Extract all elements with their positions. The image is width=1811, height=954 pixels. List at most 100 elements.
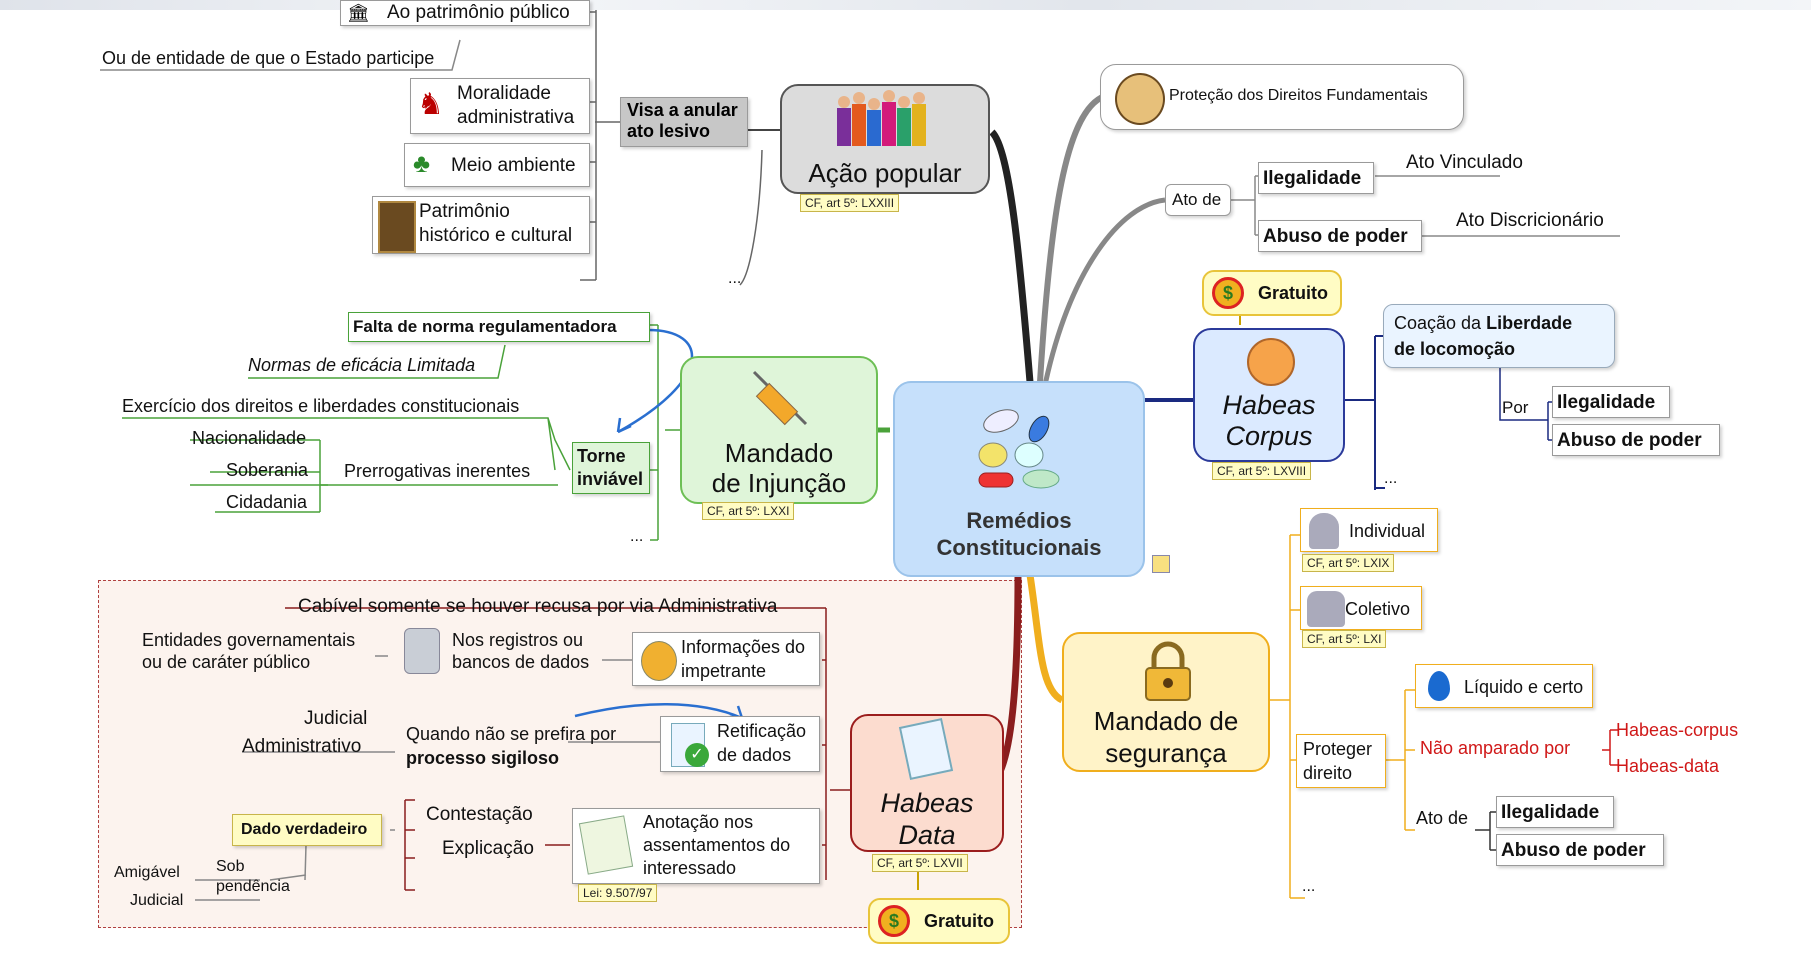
- corpus-ilegalidade-text: Ilegalidade: [1557, 392, 1656, 413]
- entidade-estado-text: Ou de entidade de que o Estado participe: [102, 48, 435, 68]
- runner-icon: [1247, 338, 1295, 386]
- node-habeas-data[interactable]: Habeas Data: [850, 714, 1004, 852]
- coacao-prefix: Coação da: [1394, 313, 1482, 333]
- abuso-poder-box[interactable]: Abuso de poder: [1258, 220, 1422, 252]
- gratuito-text-corpus: Gratuito: [1258, 283, 1328, 303]
- ato-de-text: Ato de: [1172, 190, 1222, 209]
- note-icon[interactable]: [1152, 555, 1170, 573]
- informacoes-box[interactable]: Informações do impetrante: [632, 632, 820, 686]
- entidades-line1: Entidades governamentais: [142, 630, 356, 650]
- seg-ilegalidade-text: Ilegalidade: [1501, 802, 1600, 823]
- visa-anular-box[interactable]: Visa a anular ato lesivo: [620, 97, 748, 147]
- seg-more[interactable]: ...: [1302, 878, 1316, 895]
- dado-verdadeiro-text: Dado verdadeiro: [241, 821, 368, 838]
- seg-abuso-text: Abuso de poder: [1501, 840, 1646, 861]
- seg-abuso-box[interactable]: Abuso de poder: [1496, 834, 1664, 866]
- node-mandado-injuncao[interactable]: Mandado de Injunção: [680, 356, 878, 504]
- direito-text: direito: [1303, 763, 1353, 783]
- anotacao-line2: assentamentos do: [643, 835, 791, 855]
- coletivo-box[interactable]: Coletivo: [1300, 586, 1422, 630]
- meio-ambiente-text: Meio ambiente: [451, 155, 576, 176]
- liquido-certo-box[interactable]: Líquido e certo: [1415, 664, 1593, 708]
- informacoes-line2: impetrante: [681, 661, 767, 681]
- quando-bold-text: processo sigiloso: [406, 748, 560, 768]
- sob-text: Sob: [216, 858, 245, 875]
- syringe-icon: [752, 370, 808, 426]
- group-icon: [1307, 591, 1345, 627]
- nao-amparado-text: Não amparado por: [1420, 738, 1571, 758]
- ilegalidade-box[interactable]: Ilegalidade: [1258, 162, 1374, 194]
- ato-de-box[interactable]: Ato de: [1165, 184, 1231, 216]
- acao-popular-title: Ação popular: [808, 158, 962, 188]
- retificacao-box[interactable]: ✓ Retificação de dados: [660, 716, 820, 772]
- meio-ambiente-box[interactable]: ♣ Meio ambiente: [404, 143, 590, 187]
- seg-ato-de-text: Ato de: [1416, 808, 1469, 828]
- seg-habeas-corpus-text: Habeas-corpus: [1616, 720, 1739, 740]
- quando-prefix-text: Quando não se prefira por: [406, 724, 617, 744]
- por-text: Por: [1502, 398, 1529, 417]
- patrimonio-historico-text-2: histórico e cultural: [419, 225, 573, 246]
- protecao-box[interactable]: Proteção dos Direitos Fundamentais: [1100, 64, 1464, 130]
- prerrogativas-text: Prerrogativas inerentes: [344, 461, 531, 481]
- seg-habeas-data-text: Habeas-data: [1616, 756, 1720, 776]
- cabivel-text: Cabível somente se houver recusa por via…: [298, 596, 778, 617]
- judicial2-text: Judicial: [130, 892, 184, 909]
- center-node-remedios[interactable]: Remédios Constitucionais: [893, 381, 1145, 577]
- moralidade-box[interactable]: ♞ Moralidade administrativa: [410, 78, 590, 134]
- ato-vinculado-text: Ato Vinculado: [1406, 152, 1523, 173]
- corpus-ilegalidade-box[interactable]: Ilegalidade: [1552, 386, 1670, 418]
- node-habeas-corpus[interactable]: Habeas Corpus: [1193, 328, 1345, 462]
- coacao-line1: Coação da Liberdade: [1394, 313, 1572, 333]
- exercicio-text: Exercício dos direitos e liberdades cons…: [122, 396, 520, 416]
- seguranca-title-2: segurança: [1105, 738, 1227, 768]
- coacao-bold1: Liberdade: [1486, 313, 1573, 333]
- nos-registros-line1: Nos registros ou: [452, 630, 584, 650]
- seg-ilegalidade-box[interactable]: Ilegalidade: [1496, 796, 1614, 828]
- portrait-icon: [378, 201, 416, 253]
- ilegalidade-text: Ilegalidade: [1263, 168, 1362, 189]
- individual-box[interactable]: Individual: [1300, 508, 1438, 552]
- anotacao-box[interactable]: Anotação nos assentamentos do interessad…: [572, 808, 820, 884]
- dado-verdadeiro-box[interactable]: Dado verdadeiro: [232, 814, 382, 846]
- judicial-text: Judicial: [304, 708, 368, 729]
- ato-discricionario-text: Ato Discricionário: [1456, 210, 1604, 231]
- proteger-direito-box[interactable]: Proteger direito: [1296, 734, 1386, 788]
- devil-icon: ♞: [417, 88, 444, 121]
- corpus-abuso-box[interactable]: Abuso de poder: [1552, 424, 1720, 456]
- drop-icon: [1428, 671, 1450, 701]
- patrimonio-historico-text-1: Patrimônio: [419, 201, 510, 222]
- pills-icon: [978, 409, 1060, 489]
- lei-ref: Lei: 9.507/97: [578, 884, 658, 902]
- node-mandado-seguranca[interactable]: Mandado de segurança: [1062, 632, 1270, 772]
- info-person-icon: [641, 641, 677, 681]
- coacao-box[interactable]: Coação da Liberdade de locomoção: [1383, 304, 1615, 368]
- individual-text: Individual: [1349, 521, 1426, 541]
- proteger-text: Proteger: [1303, 739, 1373, 759]
- coletivo-ref: CF, art 5º: LXI: [1302, 630, 1387, 648]
- anotacao-line1: Anotação nos: [643, 812, 754, 832]
- protecao-text: Proteção dos Direitos Fundamentais: [1169, 87, 1428, 104]
- retificacao-line1: Retificação: [717, 721, 807, 741]
- tree-icon: ♣: [413, 148, 431, 178]
- moralidade-text-1: Moralidade: [457, 83, 551, 104]
- torne-text: Torne: [577, 446, 626, 466]
- nacionalidade-text: Nacionalidade: [192, 428, 307, 448]
- building-icon: 🏛: [347, 3, 370, 23]
- injuncao-ref: CF, art 5º: LXXI: [702, 502, 795, 520]
- viking-icon: [1115, 73, 1165, 125]
- people-icon: [837, 90, 926, 146]
- acao-popular-more[interactable]: ...: [728, 270, 742, 287]
- falta-norma-box[interactable]: Falta de norma regulamentadora: [348, 312, 650, 342]
- corpus-more[interactable]: ...: [1384, 470, 1398, 487]
- injuncao-title-2: de Injunção: [711, 468, 847, 498]
- anotacao-line3: interessado: [643, 858, 737, 878]
- habeas-data-ref: CF, art 5º: LXVII: [872, 854, 968, 872]
- abuso-poder-text: Abuso de poder: [1263, 226, 1408, 247]
- patrimonio-publico-box[interactable]: 🏛 Ao patrimônio público: [340, 0, 590, 26]
- patrimonio-historico-box[interactable]: Patrimônio histórico e cultural: [372, 196, 590, 254]
- no-money-icon: $: [1212, 277, 1244, 309]
- center-title-line2: Constitucionais: [936, 535, 1102, 560]
- injuncao-more[interactable]: ...: [630, 528, 644, 545]
- node-acao-popular[interactable]: Ação popular: [780, 84, 990, 194]
- torne-inviavel-box[interactable]: Torne inviável: [572, 442, 650, 494]
